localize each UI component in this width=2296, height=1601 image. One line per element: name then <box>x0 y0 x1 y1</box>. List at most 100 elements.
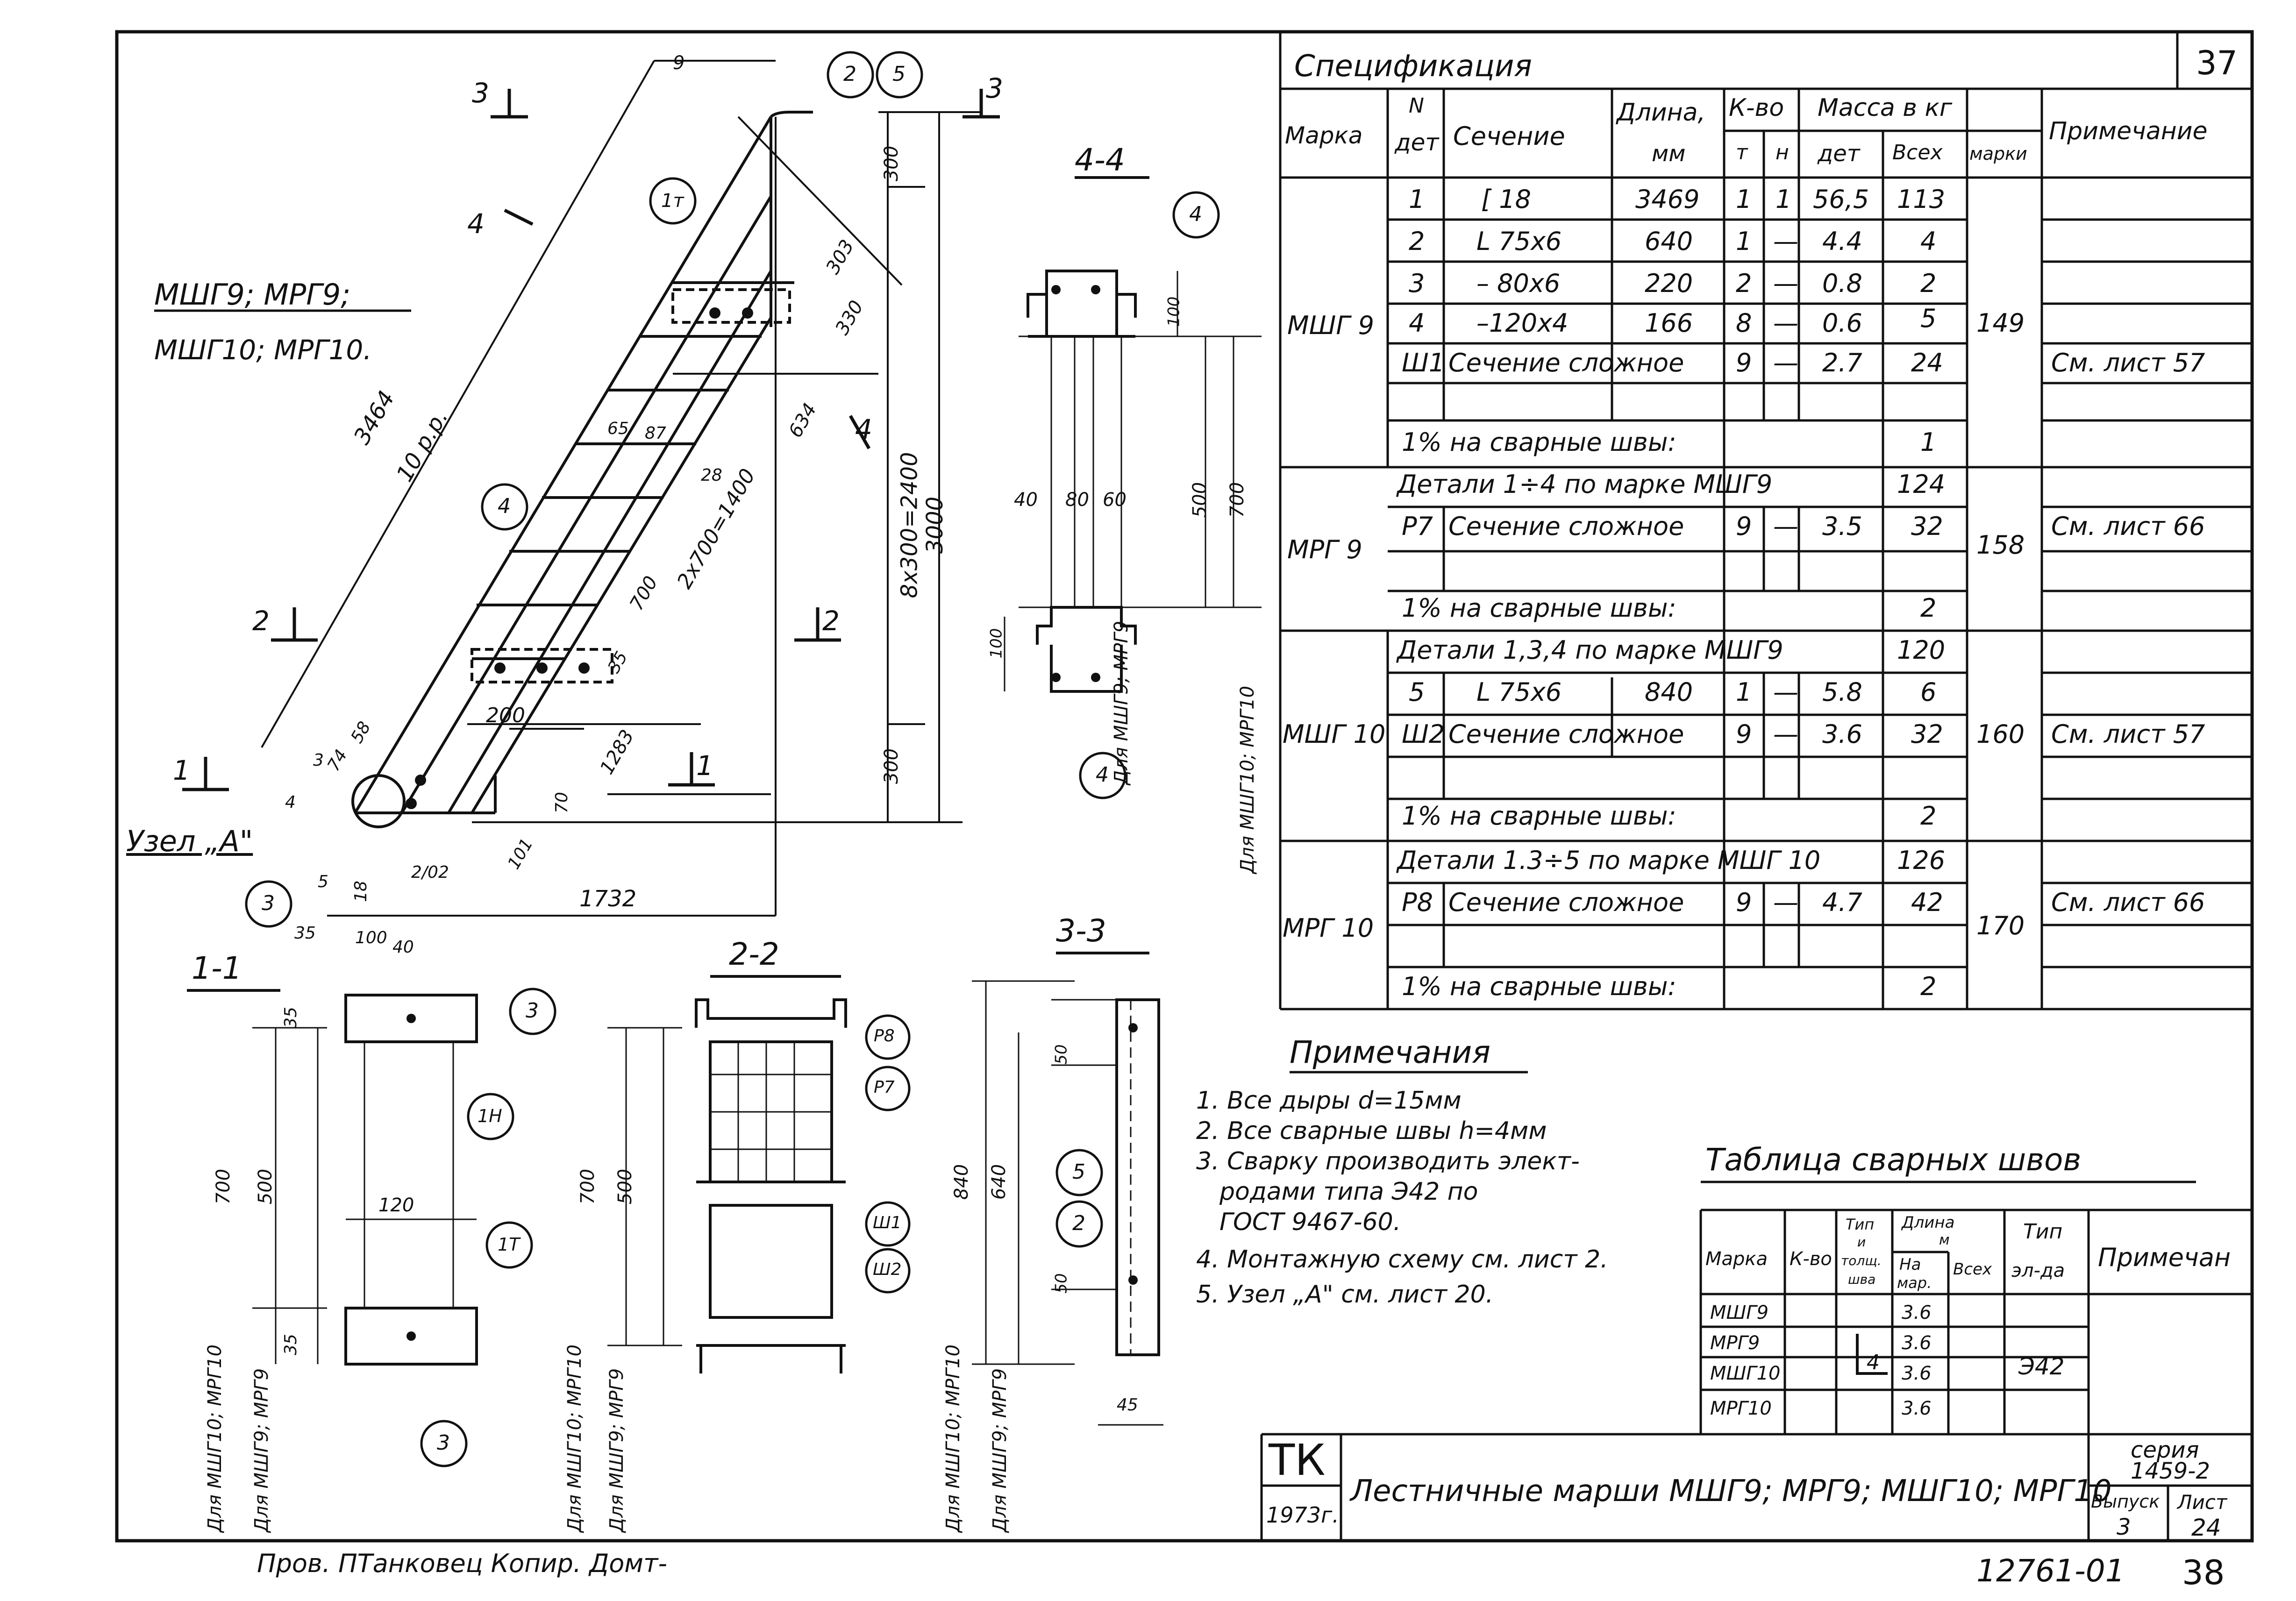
cut-2-left: 2 <box>252 605 270 637</box>
dim-28: 28 <box>701 466 722 485</box>
spec-mrg10-n: Р8 <box>1402 888 1433 917</box>
spec-mshg10-r1-t: 1 <box>1736 677 1752 707</box>
title-main: Лестничные марши МШГ9; МРГ9; МШГ10; МРГ1… <box>1350 1474 2112 1508</box>
callout-1h: 1Н <box>478 1106 502 1126</box>
weld-header-type3: толщ. <box>1841 1253 1882 1268</box>
weld-header-type2: и <box>1857 1234 1866 1250</box>
spec-mrg9-parts-all: 124 <box>1897 470 1946 499</box>
dim-9: 9 <box>673 52 685 74</box>
marks-label-1: МШГ9; МРГ9; <box>154 278 351 312</box>
spec-r4-len: 166 <box>1645 308 1693 338</box>
spec-table-lines <box>1279 32 2252 1010</box>
spec-mshg10-r1-det: 5.8 <box>1822 677 1862 707</box>
spec-r3-n: 3 <box>1409 269 1425 298</box>
vnote-s44-b: Для МШГ10; МРГ10 <box>1237 685 1258 874</box>
stair-main-view <box>351 111 813 828</box>
vnote-s22-b: Для МШГ9; МРГ9 <box>606 1368 627 1532</box>
s44-dim-100-bottom: 100 <box>987 628 1006 659</box>
spec-header-mass: Масса в кг <box>1818 94 1953 122</box>
spec-header-note: Примечание <box>2049 117 2208 145</box>
s44-dim-700: 700 <box>1226 482 1248 518</box>
section-4-4-lines <box>1004 176 1262 693</box>
spec-header-n: N <box>1409 94 1424 118</box>
cut-4-right: 4 <box>855 413 872 445</box>
weld-header-qty: К-во <box>1790 1248 1832 1270</box>
section-1-1-lines <box>187 989 478 1366</box>
sheet-top-number: 37 <box>2196 44 2238 82</box>
section-2-2-lines <box>607 975 847 1373</box>
note-line-2: 2. Все сварные швы h=4мм <box>1196 1117 1547 1145</box>
dim-70: 70 <box>552 792 571 813</box>
cut-3-left: 3 <box>472 77 489 109</box>
callout-3-s11-bottom: 3 <box>437 1431 450 1455</box>
weld-table-lines <box>1262 1209 2252 1436</box>
spec-r5-sec: Сечение сложное <box>1448 348 1684 377</box>
dim-3000: 3000 <box>922 496 948 554</box>
vnote-s22-a: Для МШГ10; МРГ10 <box>564 1344 585 1532</box>
notes-title: Примечания <box>1290 1034 1490 1070</box>
spec-r3-det: 0.8 <box>1822 269 1862 298</box>
weld-r1-mark: МШГ9 <box>1710 1302 1769 1323</box>
spec-mark-mshg10: МШГ 10 <box>1283 719 1386 749</box>
bolt-dots <box>406 285 1138 1341</box>
spec-mrg9-mass: 158 <box>1976 530 2025 560</box>
callout-4-s44-top: 4 <box>1189 202 1202 226</box>
section-2-2-title: 2-2 <box>729 936 779 972</box>
sheet-frame <box>115 30 2254 1543</box>
note-line-4: родами типа Э42 по <box>1219 1178 1478 1206</box>
callout-sh1: Ш1 <box>873 1213 902 1232</box>
callout-1t-s11: 1Т <box>498 1234 520 1255</box>
spec-weld4-text: 1% на сварные швы: <box>1402 972 1676 1001</box>
spec-mrg10-parts-all: 126 <box>1897 846 1946 875</box>
dim-300-bottom: 300 <box>881 748 903 784</box>
spec-r5-t: 9 <box>1736 348 1752 377</box>
weld-header-note: Примечан <box>2098 1243 2231 1272</box>
spec-mshg10-note: См. лист 57 <box>2051 719 2205 749</box>
callout-p8: Р8 <box>874 1026 895 1046</box>
spec-r3-all: 2 <box>1920 269 1937 298</box>
spec-r1-len: 3469 <box>1635 185 1700 214</box>
weld-header-mar: мар. <box>1897 1274 1932 1292</box>
s11-dim-35-bottom: 35 <box>281 1334 300 1355</box>
spec-r1-det: 56,5 <box>1813 185 1869 214</box>
spec-mrg10-parts: Детали 1.3÷5 по марке МШГ 10 <box>1397 846 1821 875</box>
dim-8x300: 8х300=2400 <box>896 452 923 598</box>
s11-dim-35-top: 35 <box>281 1007 300 1028</box>
spec-mrg9-h: — <box>1773 512 1798 541</box>
dim-5: 5 <box>318 872 328 891</box>
spec-mshg10-r2-det: 3.6 <box>1822 719 1862 749</box>
dim-300-top: 300 <box>881 145 903 182</box>
spec-r2-all: 4 <box>1920 227 1937 256</box>
spec-mshg10-r1-n: 5 <box>1409 677 1425 707</box>
weld-header-el2: эл-да <box>2011 1260 2065 1281</box>
s22-dim-700: 700 <box>577 1168 599 1205</box>
spec-header-section: Сечение <box>1453 121 1565 151</box>
spec-mrg10-sec: Сечение сложное <box>1448 888 1684 917</box>
spec-mrg9-sec: Сечение сложное <box>1448 512 1684 541</box>
s44-dim-500: 500 <box>1189 482 1211 518</box>
spec-mshg10-r2-n: Ш2 <box>1402 719 1445 749</box>
spec-mrg9-det: 3.5 <box>1822 512 1862 541</box>
spec-r5-det: 2.7 <box>1822 348 1862 377</box>
spec-r1-sec: [ 18 <box>1481 185 1531 214</box>
section-1-1-title: 1-1 <box>192 950 242 986</box>
spec-weld2-all: 2 <box>1920 593 1937 623</box>
callout-sh2: Ш2 <box>873 1260 902 1279</box>
spec-r1-t: 1 <box>1736 185 1752 214</box>
spec-header-det: дет <box>1395 129 1439 156</box>
vnote-s33-b: Для МШГ9; МРГ9 <box>989 1368 1011 1532</box>
callout-5: 5 <box>892 62 906 86</box>
spec-r1-n: 1 <box>1409 185 1425 214</box>
spec-header-t: т <box>1736 141 1748 164</box>
cut-3-right: 3 <box>986 72 1003 104</box>
spec-mshg10-r2-t: 9 <box>1736 719 1752 749</box>
callout-3-s11-top: 3 <box>526 999 539 1023</box>
signatures: Пров. ПТанковец Копир. Домт- <box>257 1549 667 1578</box>
spec-r2-n: 2 <box>1409 227 1425 256</box>
weld-header-mark: Марка <box>1705 1248 1768 1270</box>
spec-r2-t: 1 <box>1736 227 1752 256</box>
vnote-s11-b: Для МШГ9; МРГ9 <box>251 1368 272 1532</box>
weld-type: 4 <box>1867 1351 1880 1374</box>
s11-dim-120: 120 <box>378 1195 414 1216</box>
title-logo: ТК <box>1269 1435 1326 1485</box>
